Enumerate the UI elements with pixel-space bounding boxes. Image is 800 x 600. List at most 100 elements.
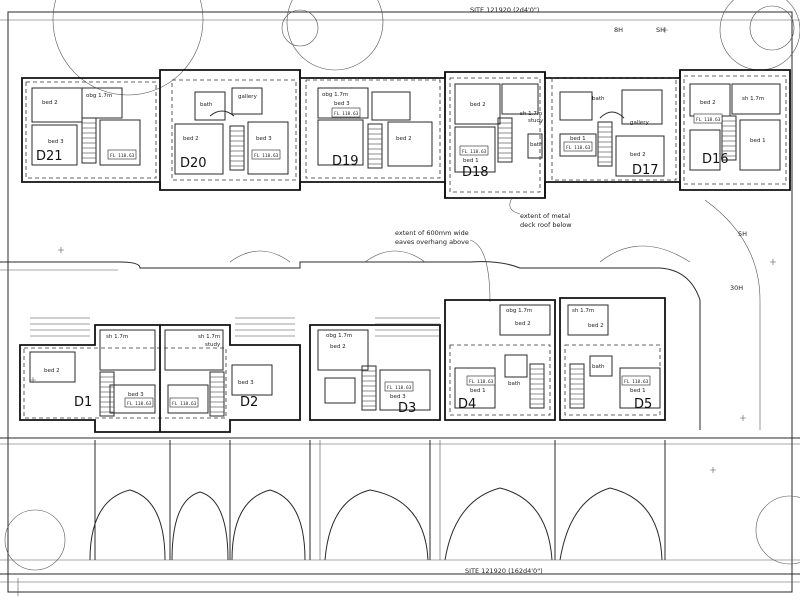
room-label: bed 1 xyxy=(463,158,479,164)
unit-d16: FL 118.63 bed 2 sh 1.7m bed 1 D16 xyxy=(689,83,781,171)
survey-markers xyxy=(30,27,776,473)
svg-text:extent of metal: extent of metal xyxy=(520,212,570,220)
room-label: bed 2 xyxy=(396,136,412,142)
room-label: bed 2 xyxy=(470,102,486,108)
room-label: bed 3 xyxy=(238,380,254,386)
unit-label-d1: D1 xyxy=(74,395,92,410)
level-label: FL 118.63 xyxy=(387,385,412,391)
site-boundary xyxy=(0,11,800,596)
staircase xyxy=(497,117,513,163)
unit-label-d20: D20 xyxy=(180,156,207,171)
room-label: sh 1.7m xyxy=(572,308,594,314)
room-label: bed 1 xyxy=(630,388,646,394)
room-label: gallery xyxy=(630,120,650,126)
room-label: study xyxy=(528,118,544,124)
room-label: obg 1.7m xyxy=(322,92,348,98)
svg-text:deck roof below: deck roof below xyxy=(520,221,572,229)
south-row xyxy=(19,297,666,433)
staircase xyxy=(99,371,115,417)
room-label: bed 2 xyxy=(330,344,346,350)
unit-label-d5: D5 xyxy=(634,397,652,412)
unit-label-d2: D2 xyxy=(240,395,258,410)
room-label: bed 2 xyxy=(630,152,646,158)
room-label: bed 1 xyxy=(750,138,766,144)
tree-circles xyxy=(4,0,800,571)
level-label: FL 118.63 xyxy=(172,401,197,407)
room-label: bed 3 xyxy=(334,101,350,107)
unit-label-d19: D19 xyxy=(332,154,359,169)
room-label: study xyxy=(205,342,221,348)
room-label: bed 1 xyxy=(470,388,486,394)
staircase xyxy=(721,115,737,161)
room-label: bed 2 xyxy=(183,136,199,142)
entry-steps xyxy=(30,317,440,337)
level-label: FL 118.63 xyxy=(334,111,359,117)
unit-label-d4: D4 xyxy=(458,397,476,412)
room-label: sh 1.7m xyxy=(198,334,220,340)
unit-d2: FL 118.63 sh 1.7m study bed 3 D2 xyxy=(164,329,273,417)
unit-label-d16: D16 xyxy=(702,152,729,167)
staircase xyxy=(597,121,613,167)
level-label: FL 118.63 xyxy=(254,153,279,159)
site-label-bottom: SITE 121920 (162d4'0") xyxy=(465,567,543,575)
level-label: FL 118.63 xyxy=(469,379,494,385)
room-label: bed 2 xyxy=(44,368,60,374)
unit-d4: FL 118.63 obg 1.7m bed 2 bath bed 1 D4 xyxy=(454,304,551,412)
level-label: FL 118.63 xyxy=(462,149,487,155)
unit-label-d3: D3 xyxy=(398,401,416,416)
room-label: bed 2 xyxy=(42,100,58,106)
misc-label: 8H xyxy=(614,26,623,34)
unit-d19: FL 118.63 obg 1.7m bed 3 bed 2 D19 xyxy=(317,87,433,169)
unit-d3: FL 118.63 obg 1.7m bed 2 bed 3 D3 xyxy=(317,329,431,416)
roads xyxy=(0,199,761,430)
staircase xyxy=(529,363,545,409)
staircase xyxy=(81,117,97,164)
level-label: FL 118.63 xyxy=(127,401,152,407)
room-label: bed 3 xyxy=(48,139,64,145)
unit-d17: FL 118.63 bath gallery bed 1 bed 2 D17 xyxy=(559,89,665,178)
staircase xyxy=(361,365,377,411)
front-yards xyxy=(0,437,800,561)
room-label: bath xyxy=(592,96,605,102)
level-label: FL 118.63 xyxy=(566,145,591,151)
unit-label-d18: D18 xyxy=(462,165,489,180)
unit-label-d21: D21 xyxy=(36,149,63,164)
unit-d20: FL 118.63 bath gallery bed 2 bed 3 D20 xyxy=(174,87,289,175)
room-label: bath xyxy=(508,381,521,387)
annotation-eaves: extent of 600mm wide eaves overhang abov… xyxy=(395,229,491,303)
room-label: bed 3 xyxy=(390,394,406,400)
site-label-top: SITE 121920 (2d4'0") xyxy=(470,6,539,14)
room-label: sh 1.7m xyxy=(742,96,764,102)
unit-d21: FL 118.63 bed 2 obg 1.7m bed 3 D21 xyxy=(31,87,141,166)
level-label: FL 118.63 xyxy=(110,153,135,159)
room-label: obg 1.7m xyxy=(86,93,112,99)
room-label: sh 1.7m xyxy=(520,111,542,117)
room-label: bed 2 xyxy=(515,321,531,327)
room-label: gallery xyxy=(238,94,258,100)
room-label: obg 1.7m xyxy=(506,308,532,314)
room-label: sh 1.7m xyxy=(106,334,128,340)
annotation-metal-roof: extent of metal deck roof below xyxy=(509,197,572,229)
unit-d1: FL 118.63 sh 1.7m bed 2 bed 3 D1 xyxy=(29,329,156,417)
misc-label: 30H xyxy=(730,284,743,292)
room-label: bed 2 xyxy=(700,100,716,106)
room-label: bath xyxy=(592,364,605,370)
unit-d5: FL 118.63 sh 1.7m bed 2 bath bed 1 D5 xyxy=(567,304,661,412)
room-label: bed 3 xyxy=(256,136,272,142)
staircase xyxy=(367,123,383,169)
misc-label: SH xyxy=(656,26,665,34)
north-row xyxy=(21,69,791,199)
room-label: bath xyxy=(200,102,213,108)
misc-label: 5H xyxy=(738,230,747,238)
staircase xyxy=(209,371,225,417)
level-label: FL 118.63 xyxy=(624,379,649,385)
room-label: bed 2 xyxy=(588,323,604,329)
room-label: bath xyxy=(530,142,543,148)
svg-text:eaves overhang above: eaves overhang above xyxy=(395,238,469,246)
room-label: obg 1.7m xyxy=(326,333,352,339)
staircase xyxy=(569,363,585,409)
unit-d18: FL 118.63 bed 2 sh 1.7m study bath bed 1… xyxy=(454,83,544,180)
level-label: FL 118.63 xyxy=(696,117,721,123)
staircase xyxy=(229,125,245,171)
